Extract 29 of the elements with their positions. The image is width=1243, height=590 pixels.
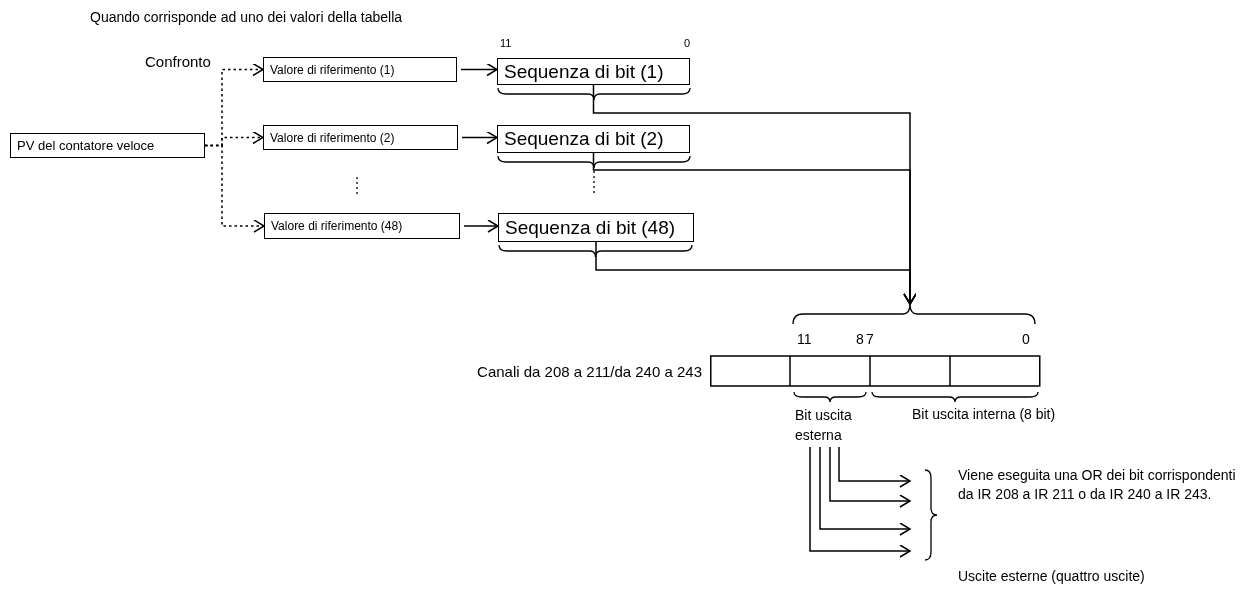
register-caption: Canali da 208 a 211/da 240 a 243 [476,363,702,380]
bit-sequence-box: Sequenza di bit (2) [497,125,690,153]
reference-value-box: Valore di riferimento (2) [263,125,458,150]
note: Viene eseguita una OR dei bit corrispondenti da IR 208 a IR 211 o da IR 240 a IR 243. [958,466,1237,504]
bit-sequence-box: Sequenza di bit (1) [497,58,690,85]
bit-number: 0 [1022,330,1030,349]
bit-group-label: Bit uscita interna (8 bit) [912,405,1056,424]
bit-number: 7 [866,330,874,349]
arrow [838,446,911,488]
arrow [460,62,498,77]
reference-value-box: Valore di riferimento (1) [263,57,457,82]
arrow [595,241,917,305]
bit-number: 11 [797,330,812,349]
arrow [809,446,911,558]
note: Confronto [145,52,211,71]
heading: Quando corrisponde ad uno dei valori della tabella [90,8,403,27]
output-bit-label: Bit uscita esterna [795,405,885,447]
bit-sequence-box: Sequenza di bit (48) [498,213,694,242]
bit-number: 8 [856,330,864,349]
reference-value-box: Valore di riferimento (48) [264,213,460,239]
counter-box: PV del contatore veloce [10,133,205,158]
bit-number: 11 [500,37,512,49]
arrow [819,446,911,536]
arrow [463,219,499,233]
note: Uscite esterne (quattro uscite) [958,567,1145,586]
bit-number: 0 [684,37,691,49]
arrow [461,130,498,145]
arrow [829,446,911,508]
dotted-arrow [204,144,265,233]
